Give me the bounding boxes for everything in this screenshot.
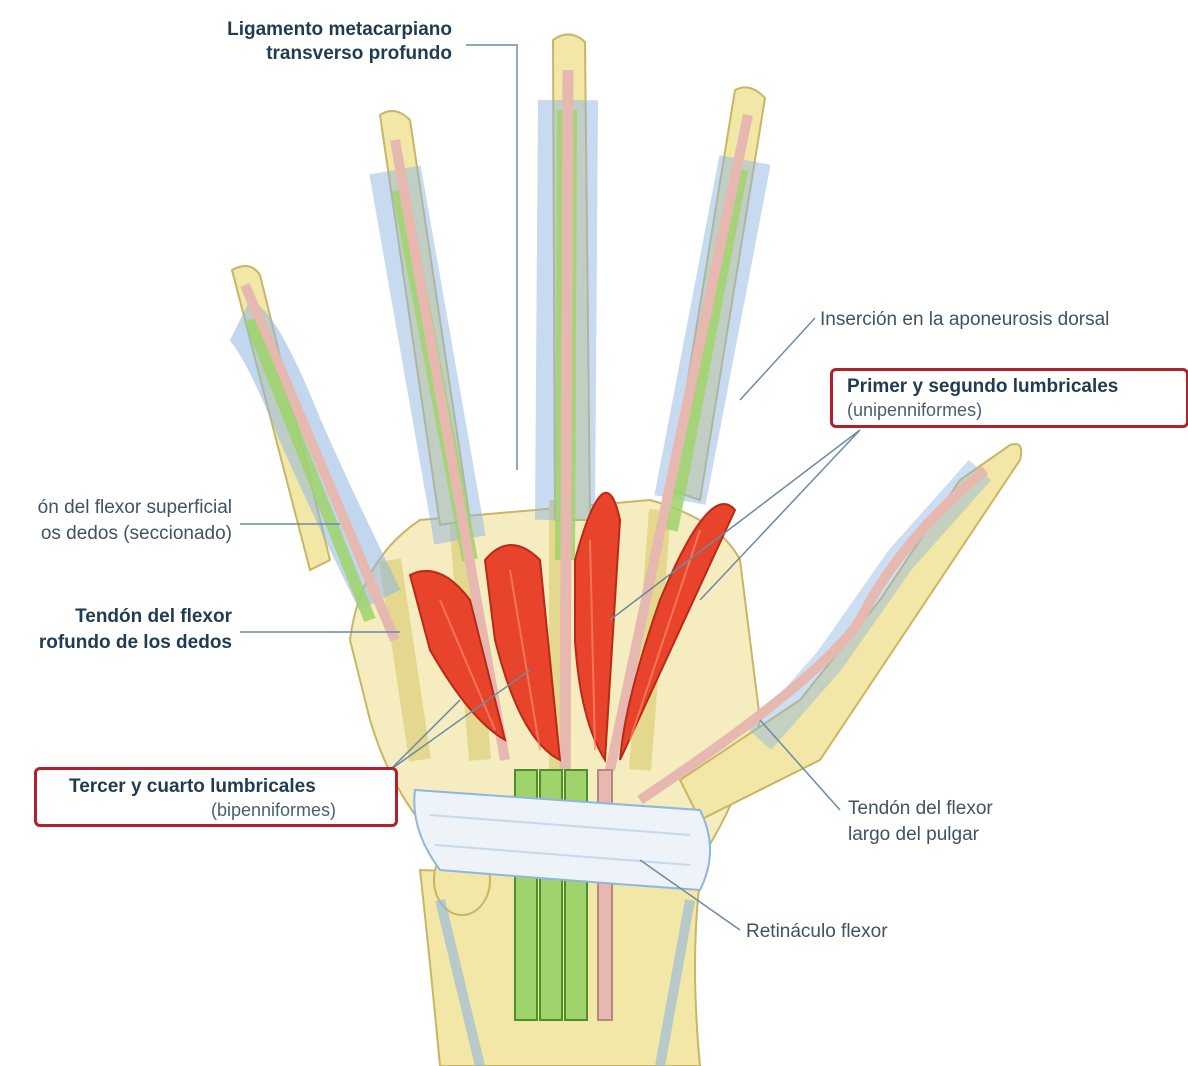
leader-flexor-largo	[759, 719, 841, 811]
label-flexor-largo-line2: largo del pulgar	[848, 824, 979, 845]
finger-middle	[535, 33, 598, 771]
leader-ligamento	[466, 44, 518, 470]
label-primer-segundo-sub: (unipenniformes)	[847, 400, 983, 420]
label-primer-segundo-title: Primer y segundo lumbricales	[847, 376, 1119, 397]
label-ligamento-line1: Ligamento metacarpiano	[227, 19, 452, 40]
flexor-retinaculum	[413, 788, 711, 892]
finger-little	[227, 265, 401, 642]
label-flexor-superficial-line2: os dedos (seccionado)	[40, 523, 232, 544]
leader-primer-segundo	[609, 429, 861, 621]
finger-ring	[369, 110, 510, 761]
flexor-pollicis-longus-tendon	[637, 466, 989, 805]
highlight-box-primer-segundo: Primer y segundo lumbricales (unipennifo…	[830, 368, 1188, 428]
leader-insercion	[739, 317, 816, 401]
lumbrical-muscles	[408, 491, 737, 764]
leader-lines	[240, 44, 861, 931]
lumbrical-3	[483, 544, 562, 762]
label-tercer-cuarto-title: Tercer y cuarto lumbricales	[69, 776, 316, 797]
label-flexor-largo-line1: Tendón del flexor	[848, 798, 993, 819]
label-flexor-profundo-line1: Tendón del flexor	[75, 606, 232, 627]
lumbrical-1	[619, 503, 737, 761]
finger-index	[605, 86, 771, 772]
highlight-box-tercer-cuarto: Tercer y cuarto lumbricales (bipenniform…	[34, 767, 398, 827]
label-insercion: Inserción en la aponeurosis dorsal	[820, 309, 1110, 330]
leader-retinaculo	[639, 859, 741, 931]
leader-tercer-cuarto	[389, 669, 531, 771]
label-flexor-superficial-line1: ón del flexor superficial	[37, 497, 232, 518]
label-ligamento-line2: transverso profundo	[266, 43, 452, 64]
label-flexor-profundo-line2: rofundo de los dedos	[38, 632, 232, 653]
label-tercer-cuarto-sub: (bipenniformes)	[211, 800, 337, 820]
lumbrical-2	[574, 491, 622, 764]
label-retinaculo: Retináculo flexor	[746, 921, 888, 942]
